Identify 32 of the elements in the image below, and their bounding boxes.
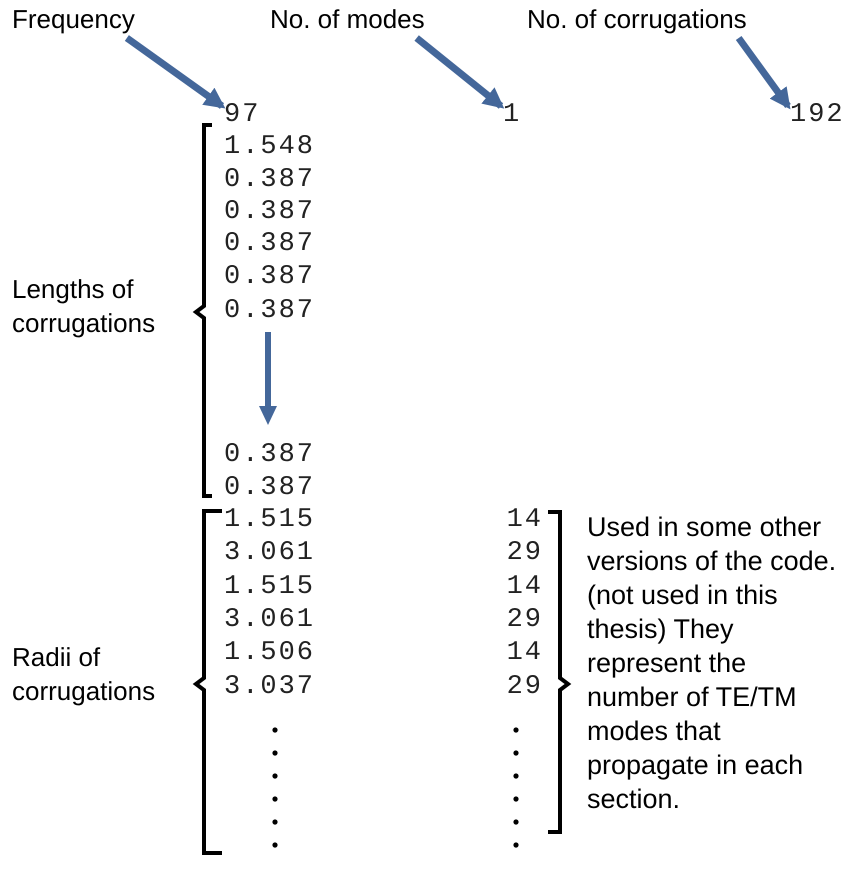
value-text: 192	[790, 100, 845, 130]
radius-value: 1.515	[224, 572, 316, 602]
radius-value: 3.061	[224, 538, 316, 568]
radius-value: 1.515	[224, 505, 316, 535]
arrow	[736, 36, 791, 110]
note-text: Used in some other versions of the code. (not used in this thesis) They represent the number of TE/TM modes that propagate in each section.	[587, 511, 838, 816]
length-value: 0.387	[224, 229, 316, 259]
arrow	[124, 35, 226, 109]
bracket-label: Lengths of corrugations	[12, 273, 156, 340]
radius-value: 3.061	[224, 604, 316, 635]
mode-count-value: 29	[506, 672, 543, 702]
arrow	[414, 35, 504, 109]
length-value: 1.548	[224, 132, 316, 162]
mode-count-value: 14	[506, 638, 543, 668]
mode-count-value: 29	[506, 604, 543, 635]
mode-count-value: 14	[506, 572, 543, 602]
mode-count-value: 14	[506, 505, 543, 535]
mode-count-value: 29	[506, 538, 543, 568]
heading-text: No. of modes	[270, 2, 425, 36]
bracket-label: Radii of corrugations	[12, 641, 156, 708]
length-value: 0.387	[224, 296, 316, 326]
length-value: 0.387	[224, 197, 316, 227]
value-text: 1	[503, 100, 522, 130]
length-value: 0.387	[224, 440, 316, 470]
radius-value: 1.506	[224, 638, 316, 668]
value-text: 97	[224, 100, 260, 130]
heading-text: No. of corrugations	[527, 2, 747, 36]
length-value: 0.387	[224, 165, 316, 195]
heading-text: Frequency	[12, 2, 135, 36]
length-value: 0.387	[224, 262, 316, 292]
radius-value: 3.037	[224, 672, 316, 702]
length-value: 0.387	[224, 473, 316, 503]
